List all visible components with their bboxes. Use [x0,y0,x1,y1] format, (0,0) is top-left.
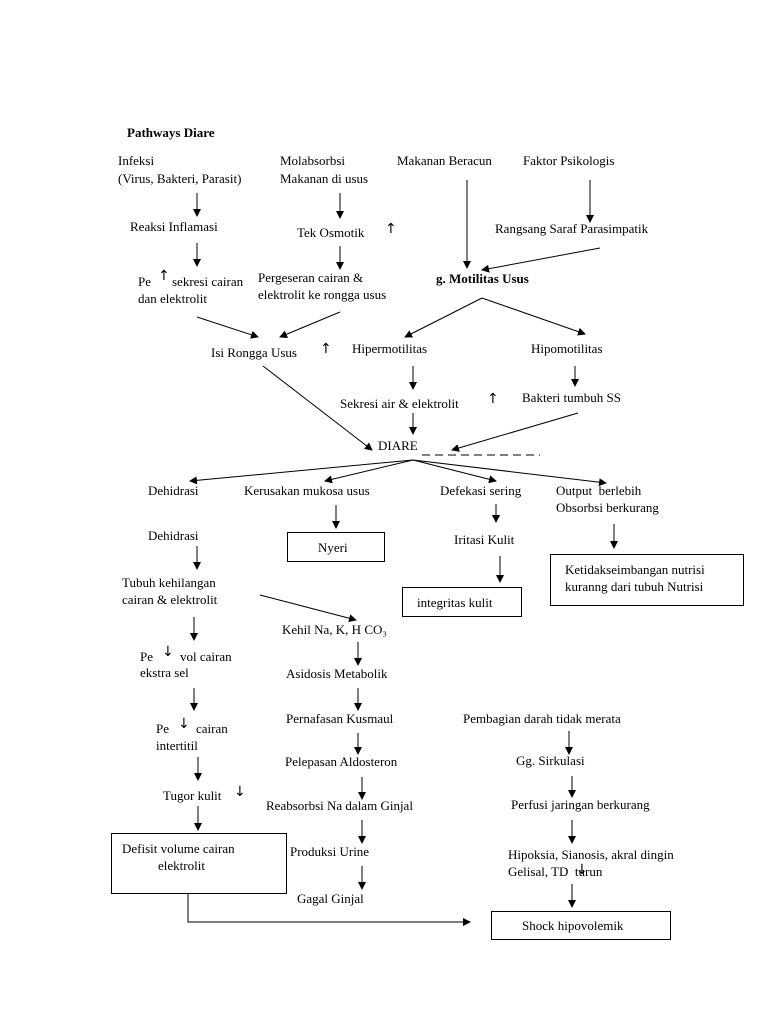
gg-sirkulasi-label: Gg. Sirkulasi [516,753,585,768]
makanan-beracun-label: Makanan Beracun [397,153,492,168]
molabsorbsi-label: Molabsorbsi [280,153,345,168]
tugor-kulit-label: Tugor kulit [163,788,222,803]
arrow-diare-to-output [412,459,607,487]
dehidrasi-label-2: Dehidrasi [148,528,199,543]
dehidrasi-label: Dehidrasi [148,483,199,498]
up-arrow-icon: ↑ [158,268,170,284]
pernafasan-label: Pernafasan Kusmaul [286,711,394,726]
integritas-kulit-label: integritas kulit [417,595,493,610]
asidosis-label: Asidosis Metabolik [286,666,388,681]
arrow-pergeseran-to-isi [279,311,341,338]
isi-rongga-usus-label: Isi Rongga Usus [211,345,297,360]
pelepasan-label: Pelepasan Aldosteron [285,754,398,769]
molabsorbsi-detail: Makanan di usus [280,171,369,186]
tubuh-kehilangan-label: Tubuh kehilangan [122,575,216,590]
tek-osmotik-label: Tek Osmotik [297,225,365,240]
pergeseran-label: Pergeseran cairan & [258,270,364,285]
pembagian-darah-label: Pembagian darah tidak merata [463,711,621,726]
rangsang-saraf-label: Rangsang Saraf Parasimpatik [495,221,649,236]
ketidakseimbangan-label-2: kuranng dari tubuh Nutrisi [565,579,704,594]
pe-intertitil-prefix: Pe [156,721,169,736]
pe-intertitil-text-2: intertitil [156,738,198,753]
pe-vol-text: vol cairan [180,649,232,664]
faktor-psikologis-label: Faktor Psikologis [523,153,615,168]
kerusakan-mukosa-label: Kerusakan mukosa usus [244,483,370,498]
up-arrow-icon: ↑ [487,391,499,407]
infeksi-detail: (Virus, Bakteri, Parasit) [118,171,242,186]
hipomotilitas-label: Hipomotilitas [531,341,603,356]
arrow-bakteri-to-diare [451,412,579,452]
reabsorbsi-label: Reabsorbsi Na dalam Ginjal [266,798,413,813]
nyeri-box: Nyeri [287,532,385,562]
nyeri-label: Nyeri [318,540,348,555]
pe-vol-prefix: Pe [140,649,153,664]
ketidakseimbangan-label: Ketidakseimbangan nutrisi [565,562,705,577]
up-arrow-icon: ↑ [385,221,397,237]
down-arrow-icon: ↓ [576,862,588,878]
perfusi-label: Perfusi jaringan berkurang [511,797,650,812]
defekasi-sering-label: Defekasi sering [440,483,522,498]
up-arrow-icon: ↑ [320,341,332,357]
diare-label: DIARE [378,438,418,453]
pe-sekresi-text: sekresi cairan [172,274,244,289]
pe-sekresi-text-2: dan elektrolit [138,291,207,306]
defisit-box: Defisit volume cairan elektrolit [111,833,287,894]
shock-label: Shock hipovolemik [522,918,624,933]
down-arrow-icon: ↓ [162,644,174,660]
defisit-label-2: elektrolit [158,858,205,873]
gelisal-label: Gelisal, TD turun [508,864,603,879]
hipermotilitas-label: Hipermotilitas [352,341,428,356]
arrow-diare-to-kerusakan [324,459,414,484]
output-berlebih-label: Output berlebih [556,483,642,498]
arrow-isi-to-diare [262,365,373,451]
arrow-motilitas-to-hipo [481,297,586,336]
kehil-label: Kehil Na, K, H CO₃ [282,622,387,637]
sekresi-air-label: Sekresi air & elektrolit [340,396,459,411]
infeksi-label: Infeksi [118,153,155,168]
down-arrow-icon: ↓ [234,784,246,800]
arrow-defisit-to-shock [187,894,471,926]
arrow-motilitas-to-hiper [404,297,483,338]
pe-intertitil-text: cairan [196,721,228,736]
integritas-kulit-box: integritas kulit [402,587,522,617]
pe-sekresi-prefix: Pe [138,274,151,289]
defisit-label: Defisit volume cairan [122,841,235,856]
iritasi-kulit-label: Iritasi Kulit [454,532,515,547]
obsorbsi-berkurang-label: Obsorbsi berkurang [556,500,659,515]
gagal-ginjal-label: Gagal Ginjal [297,891,364,906]
arrow-diare-to-defekasi [412,459,497,484]
ketidakseimbangan-box: Ketidakseimbangan nutrisi kuranng dari t… [550,554,744,606]
pe-vol-text-2: ekstra sel [140,665,189,680]
bakteri-tumbuh-label: Bakteri tumbuh SS [522,390,621,405]
diagram-title: Pathways Diare [127,125,215,140]
pergeseran-label-2: elektrolit ke rongga usus [258,287,387,302]
down-arrow-icon: ↓ [178,716,190,732]
arrow-diare-to-dehidrasi [189,459,414,485]
arrow-tubuh-to-kehil [259,594,357,623]
motilitas-usus-label: g. Motilitas Usus [436,271,529,286]
reaksi-inflamasi-label: Reaksi Inflamasi [130,219,218,234]
produksi-urine-label: Produksi Urine [290,844,370,859]
arrow-rangsang-to-motilitas [481,247,601,273]
hipoksia-label: Hipoksia, Sianosis, akral dingin [508,847,674,862]
shock-box: Shock hipovolemik [491,911,671,940]
arrow-sekresi-to-isi [196,316,259,339]
tubuh-kehilangan-label-2: cairan & elektrolit [122,592,218,607]
